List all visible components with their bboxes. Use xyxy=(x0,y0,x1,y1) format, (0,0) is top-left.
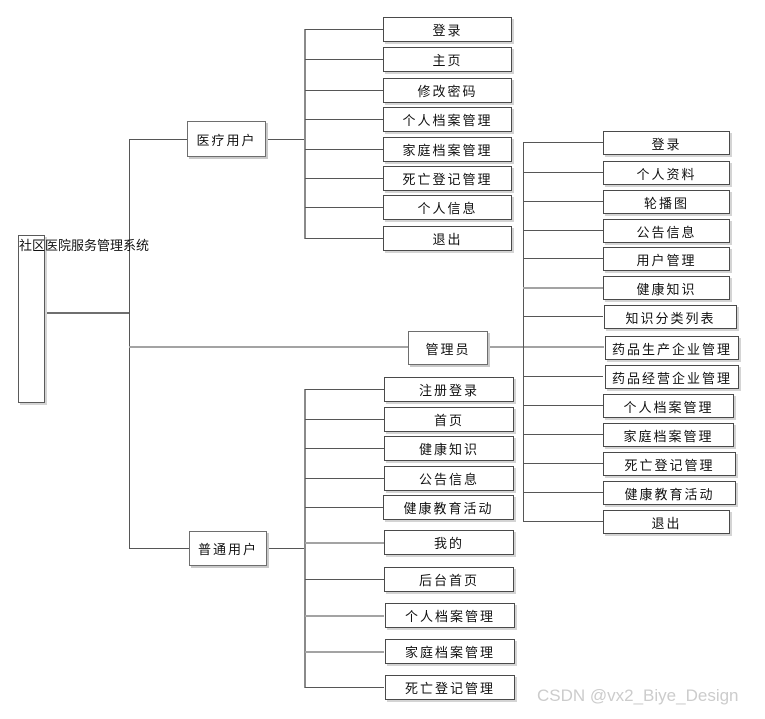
connector-line xyxy=(523,405,603,406)
node-ordinary-health-knowledge: 健康知识 xyxy=(384,436,514,461)
connector-line xyxy=(523,287,603,289)
node-medical-logout: 退出 xyxy=(383,226,512,251)
node-medical-death-registration: 死亡登记管理 xyxy=(383,166,512,191)
connector-line xyxy=(305,119,383,120)
connector-line xyxy=(523,142,524,522)
connector-line xyxy=(305,478,384,479)
node-ordinary-health-education: 健康教育活动 xyxy=(383,495,514,520)
connector-line xyxy=(129,139,130,549)
connector-line xyxy=(305,207,383,208)
connector-line xyxy=(305,579,384,580)
node-admin-logout: 退出 xyxy=(603,510,730,534)
node-medical-home: 主页 xyxy=(383,47,512,72)
node-ordinary-user: 普通用户 xyxy=(189,531,267,566)
connector-line xyxy=(129,346,408,348)
node-admin-announcement: 公告信息 xyxy=(603,219,730,243)
connector-line xyxy=(305,651,384,653)
node-admin-personal-archive: 个人档案管理 xyxy=(603,394,734,418)
node-admin-health-knowledge: 健康知识 xyxy=(603,276,730,300)
node-medical-family-archive: 家庭档案管理 xyxy=(383,137,512,162)
connector-line xyxy=(523,521,603,522)
node-admin-health-education: 健康教育活动 xyxy=(603,481,736,505)
connector-line xyxy=(523,492,603,493)
connector-line xyxy=(523,258,603,259)
node-root: 社区医院服务管理系统 xyxy=(18,235,149,403)
connector-line xyxy=(304,29,306,239)
node-ordinary-register-login: 注册登录 xyxy=(384,377,514,402)
connector-line xyxy=(305,507,384,508)
node-medical-personal-archive: 个人档案管理 xyxy=(383,107,512,132)
node-medical-personal-info: 个人信息 xyxy=(383,195,512,220)
node-ordinary-announcement: 公告信息 xyxy=(384,466,514,491)
connector-line xyxy=(305,178,383,179)
connector-line xyxy=(523,376,603,377)
connector-line xyxy=(305,419,384,420)
node-ordinary-family-archive: 家庭档案管理 xyxy=(385,639,515,664)
connector-line xyxy=(267,548,305,549)
node-admin-drug-trading-enterprise: 药品经营企业管理 xyxy=(605,365,739,389)
node-ordinary-mine: 我的 xyxy=(384,530,514,555)
connector-line xyxy=(523,201,603,202)
connector-line xyxy=(305,238,383,239)
connector-line xyxy=(523,230,603,231)
connector-line xyxy=(523,434,603,435)
connector-line xyxy=(523,463,603,464)
connector-line xyxy=(45,312,130,314)
connector-line xyxy=(129,548,189,549)
node-medical-user: 医疗用户 xyxy=(187,121,266,157)
node-admin: 管理员 xyxy=(408,331,488,365)
node-admin-death-registration: 死亡登记管理 xyxy=(603,452,736,476)
connector-line xyxy=(305,615,384,617)
node-ordinary-home: 首页 xyxy=(384,407,514,432)
node-ordinary-backend-home: 后台首页 xyxy=(384,567,514,592)
connector-line xyxy=(523,142,603,143)
connector-line xyxy=(305,389,384,390)
connector-line xyxy=(488,346,604,348)
node-admin-login: 登录 xyxy=(603,131,730,155)
connector-line xyxy=(305,59,383,60)
connector-line xyxy=(305,448,384,449)
connector-line xyxy=(305,687,384,688)
node-admin-profile: 个人资料 xyxy=(603,161,730,185)
connector-line xyxy=(305,29,383,30)
watermark: CSDN @vx2_Biye_Design xyxy=(537,686,739,705)
node-admin-user-management: 用户管理 xyxy=(603,247,730,271)
connector-line xyxy=(129,139,187,140)
connector-line xyxy=(304,389,306,688)
connector-line xyxy=(265,139,305,140)
node-medical-login: 登录 xyxy=(383,17,512,42)
node-admin-family-archive: 家庭档案管理 xyxy=(603,423,734,447)
node-ordinary-personal-archive: 个人档案管理 xyxy=(385,603,515,628)
connector-line xyxy=(305,542,384,544)
connector-line xyxy=(305,149,383,150)
node-admin-knowledge-category-list: 知识分类列表 xyxy=(604,305,737,329)
node-ordinary-death-registration: 死亡登记管理 xyxy=(385,675,515,700)
node-medical-change-password: 修改密码 xyxy=(383,78,512,103)
node-admin-carousel: 轮播图 xyxy=(603,190,730,214)
connector-line xyxy=(523,316,603,317)
connector-line xyxy=(523,172,603,173)
node-admin-drug-production-enterprise: 药品生产企业管理 xyxy=(605,336,739,360)
connector-line xyxy=(305,90,383,91)
